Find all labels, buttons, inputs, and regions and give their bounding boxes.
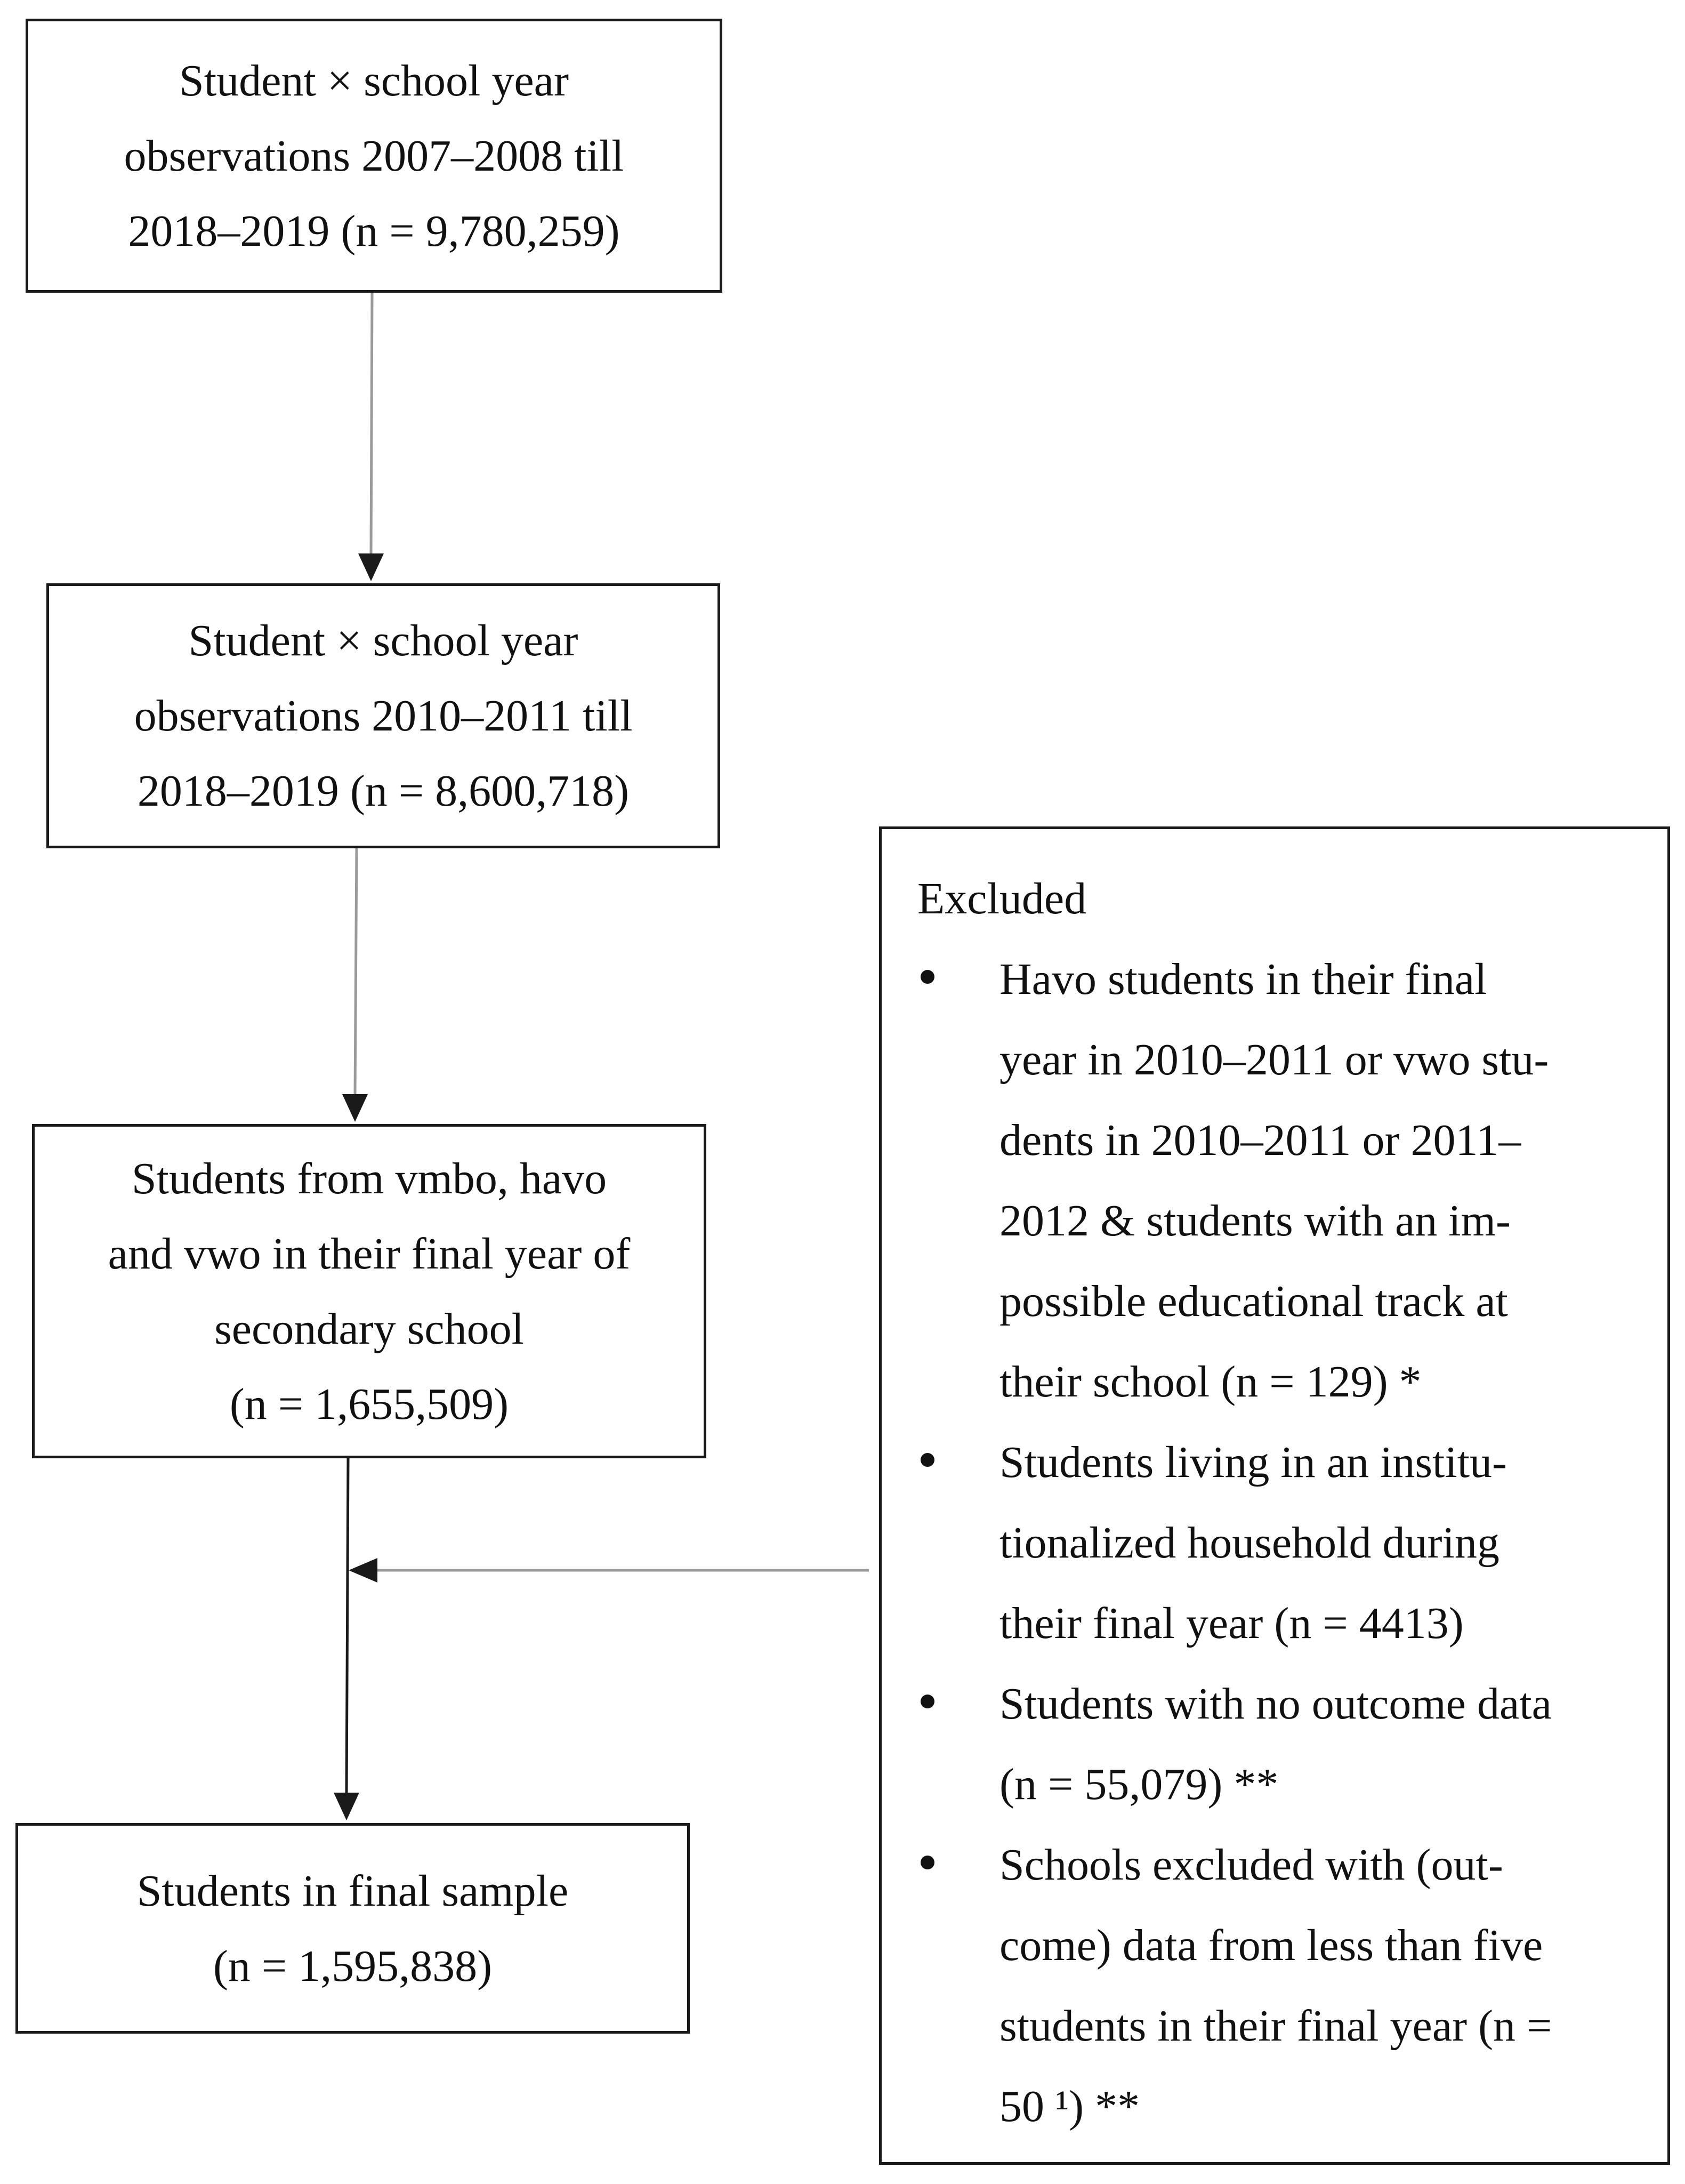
flow-box-restricted-observations: Student × school year observations 2010–… (46, 583, 720, 848)
box-text-line: observations 2007–2008 till (124, 131, 624, 181)
arrow-box1-to-box2 (369, 292, 374, 555)
excluded-item-line: Schools excluded with (out- (999, 1840, 1503, 1890)
bullet-icon (921, 1856, 934, 1869)
excluded-item: Havo students in their final year in 201… (917, 939, 1646, 1422)
bullet-icon (921, 1695, 934, 1708)
excluded-item-line: students in their final year (n = (999, 2001, 1552, 2051)
excluded-item-line: Students with no outcome data (999, 1679, 1552, 1729)
arrowhead-box2 (358, 553, 384, 581)
excluded-item-line: year in 2010–2011 or vwo stu- (999, 1035, 1549, 1085)
box-text-line: Students from vmbo, havo (131, 1153, 607, 1203)
excluded-item: Students with no outcome data (n = 55,07… (917, 1664, 1646, 1825)
flow-box-final-year-students: Students from vmbo, havo and vwo in thei… (32, 1124, 706, 1458)
box-text-line: 2018–2019 (n = 8,600,718) (137, 766, 630, 816)
arrowhead-excluded (349, 1558, 377, 1583)
box-text-line: Student × school year (179, 55, 569, 106)
box-text-line: Students in final sample (136, 1866, 569, 1916)
excluded-item-line: their final year (n = 4413) (999, 1599, 1464, 1648)
box-text-line: secondary school (214, 1304, 524, 1354)
excluded-item-line: come) data from less than five (999, 1921, 1543, 1970)
box-text-line: and vwo in their final year of (108, 1228, 631, 1279)
box-text-line: Student × school year (188, 616, 578, 665)
arrowhead-box4 (334, 1793, 359, 1820)
arrow-box2-to-box3 (353, 848, 358, 1095)
box-text-line: (n = 1,595,838) (213, 1941, 493, 1991)
box-text-line: observations 2010–2011 till (134, 691, 633, 741)
bullet-icon (921, 970, 934, 984)
excluded-item-line: their school (n = 129) * (999, 1357, 1422, 1407)
box-text-line: (n = 1,655,509) (229, 1379, 509, 1429)
excluded-item: Students living in an institu- tionalize… (917, 1422, 1646, 1664)
excluded-item-line: 2012 & students with an im- (999, 1196, 1511, 1246)
excluded-item-line: tionalized household during (999, 1518, 1499, 1568)
excluded-item-line: Havo students in their final (999, 954, 1487, 1004)
excluded-item-line: dents in 2010–2011 or 2011– (999, 1115, 1521, 1165)
excluded-item-line: possible educational track at (999, 1276, 1508, 1326)
bullet-icon (921, 1453, 934, 1467)
excluded-item-line: 50 ¹) ** (999, 2082, 1140, 2131)
excluded-item-line: (n = 55,079) ** (999, 1760, 1279, 1809)
flow-box-initial-observations: Student × school year observations 2007–… (26, 19, 722, 293)
box-text-line: 2018–2019 (n = 9,780,259) (128, 206, 620, 256)
flow-box-final-sample: Students in final sample (n = 1,595,838) (15, 1823, 690, 2034)
arrowhead-box3 (342, 1094, 368, 1122)
excluded-title: Excluded (917, 874, 1087, 924)
excluded-item-line: Students living in an institu- (999, 1438, 1507, 1487)
arrow-box3-to-box4 (345, 1458, 350, 1795)
excluded-item: Schools excluded with (out- come) data f… (917, 1825, 1646, 2147)
excluded-box: Excluded Havo students in their final ye… (879, 826, 1670, 2165)
